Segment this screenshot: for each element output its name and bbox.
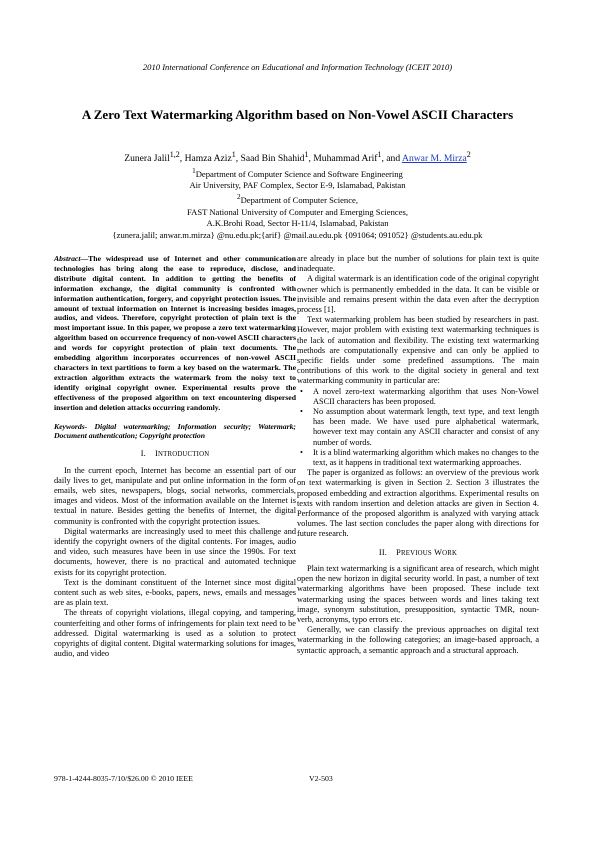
paragraph: Text watermarking problem has been studi… <box>297 315 539 386</box>
conference-header: 2010 International Conference on Educati… <box>142 62 453 72</box>
section-heading-previous-work: II. PREVIOUS WORK <box>297 548 539 559</box>
abstract-body: —The widespread use of Internet and othe… <box>54 254 296 412</box>
department: Department of Computer Science, <box>240 194 358 205</box>
keywords: Keywords- Digital watermarking; Informat… <box>54 421 296 441</box>
paragraph: Plain text watermarking is a significant… <box>297 563 539 624</box>
address-2: A.K.Brohi Road, Sector H-11/4, Islamabad… <box>206 218 389 229</box>
affiliations: 1Department of Computer Science and Soft… <box>20 166 575 241</box>
section-heading-introduction: I. INTRODUCTION <box>54 449 296 460</box>
footer-isbn: 978-1-4244-8035-7/10/$26.00 © 2010 IEEE <box>54 774 193 783</box>
institution-2: FAST National University of Computer and… <box>186 206 409 217</box>
section-title-rest: ORK <box>442 549 458 557</box>
paragraph: Generally, we can classify the previous … <box>297 625 539 655</box>
affiliation-2: 2Department of Computer Science, <box>20 192 575 206</box>
contribution-list: A novel zero-text watermarking algorithm… <box>297 387 539 469</box>
section-title-initial: P <box>396 547 401 557</box>
section-title-initial: I <box>155 449 159 459</box>
left-column: Abstract—The widespread use of Internet … <box>54 254 296 659</box>
author-superscript: 1 <box>304 150 309 159</box>
address-1: Air University, PAF Complex, Sector E-9,… <box>189 180 406 191</box>
author-superscript: 1,2 <box>169 150 180 159</box>
section-title-rest: NTRODUCTION <box>158 451 210 459</box>
abstract-label: Abstract <box>54 254 81 263</box>
author-name: Zunera Jalil <box>124 153 170 165</box>
affiliation-superscript: 2 <box>237 193 241 202</box>
section-title-initial: W <box>434 547 443 557</box>
affiliation-superscript: 1 <box>192 167 196 175</box>
author-name-link[interactable]: Anwar M. Mirza <box>402 153 467 165</box>
footer-page-number: V2-503 <box>309 774 333 783</box>
section-number: II. <box>378 547 388 557</box>
author-name: Hamza Aziz <box>184 153 232 165</box>
email-addresses: {zunera.jalil; anwar.m.mirza} @nu.edu.pk… <box>112 229 483 240</box>
paragraph: The threats of copyright violations, ill… <box>54 608 296 659</box>
author-superscript: 1 <box>377 150 382 159</box>
author-conjunction: , and <box>381 153 401 165</box>
list-item: A novel zero-text watermarking algorithm… <box>300 387 539 407</box>
author-name: Saad Bin Shahid <box>240 153 305 165</box>
affiliation-1: 1Department of Computer Science and Soft… <box>20 166 575 180</box>
department: Department of Computer Science and Softw… <box>195 168 403 179</box>
list-item: No assumption about watermark length, te… <box>300 407 539 448</box>
paper-title: A Zero Text Watermarking Algorithm based… <box>81 107 514 122</box>
paragraph: Digital watermarks are increasingly used… <box>54 526 296 577</box>
author-superscript: 1 <box>231 150 236 159</box>
paragraph: The paper is organized as follows: an ov… <box>297 468 539 539</box>
abstract: Abstract—The widespread use of Internet … <box>54 254 296 413</box>
paragraph: In the current epoch, Internet has becom… <box>54 465 296 526</box>
author-superscript: 2 <box>466 150 471 159</box>
paragraph: A digital watermark is an identification… <box>297 274 539 315</box>
paragraph: Text is the dominant constituent of the … <box>54 577 296 608</box>
list-item: It is a blind watermarking algorithm whi… <box>300 448 539 468</box>
author-name: Muhammad Arif <box>313 153 378 165</box>
section-number: I. <box>140 449 146 459</box>
paragraph: are already in place but the number of s… <box>297 254 539 274</box>
section-title-rest: REVIOUS <box>401 549 432 557</box>
author-list: Zunera Jalil1,2, Hamza Aziz1, Saad Bin S… <box>124 150 471 165</box>
right-column: are already in place but the number of s… <box>297 254 539 656</box>
